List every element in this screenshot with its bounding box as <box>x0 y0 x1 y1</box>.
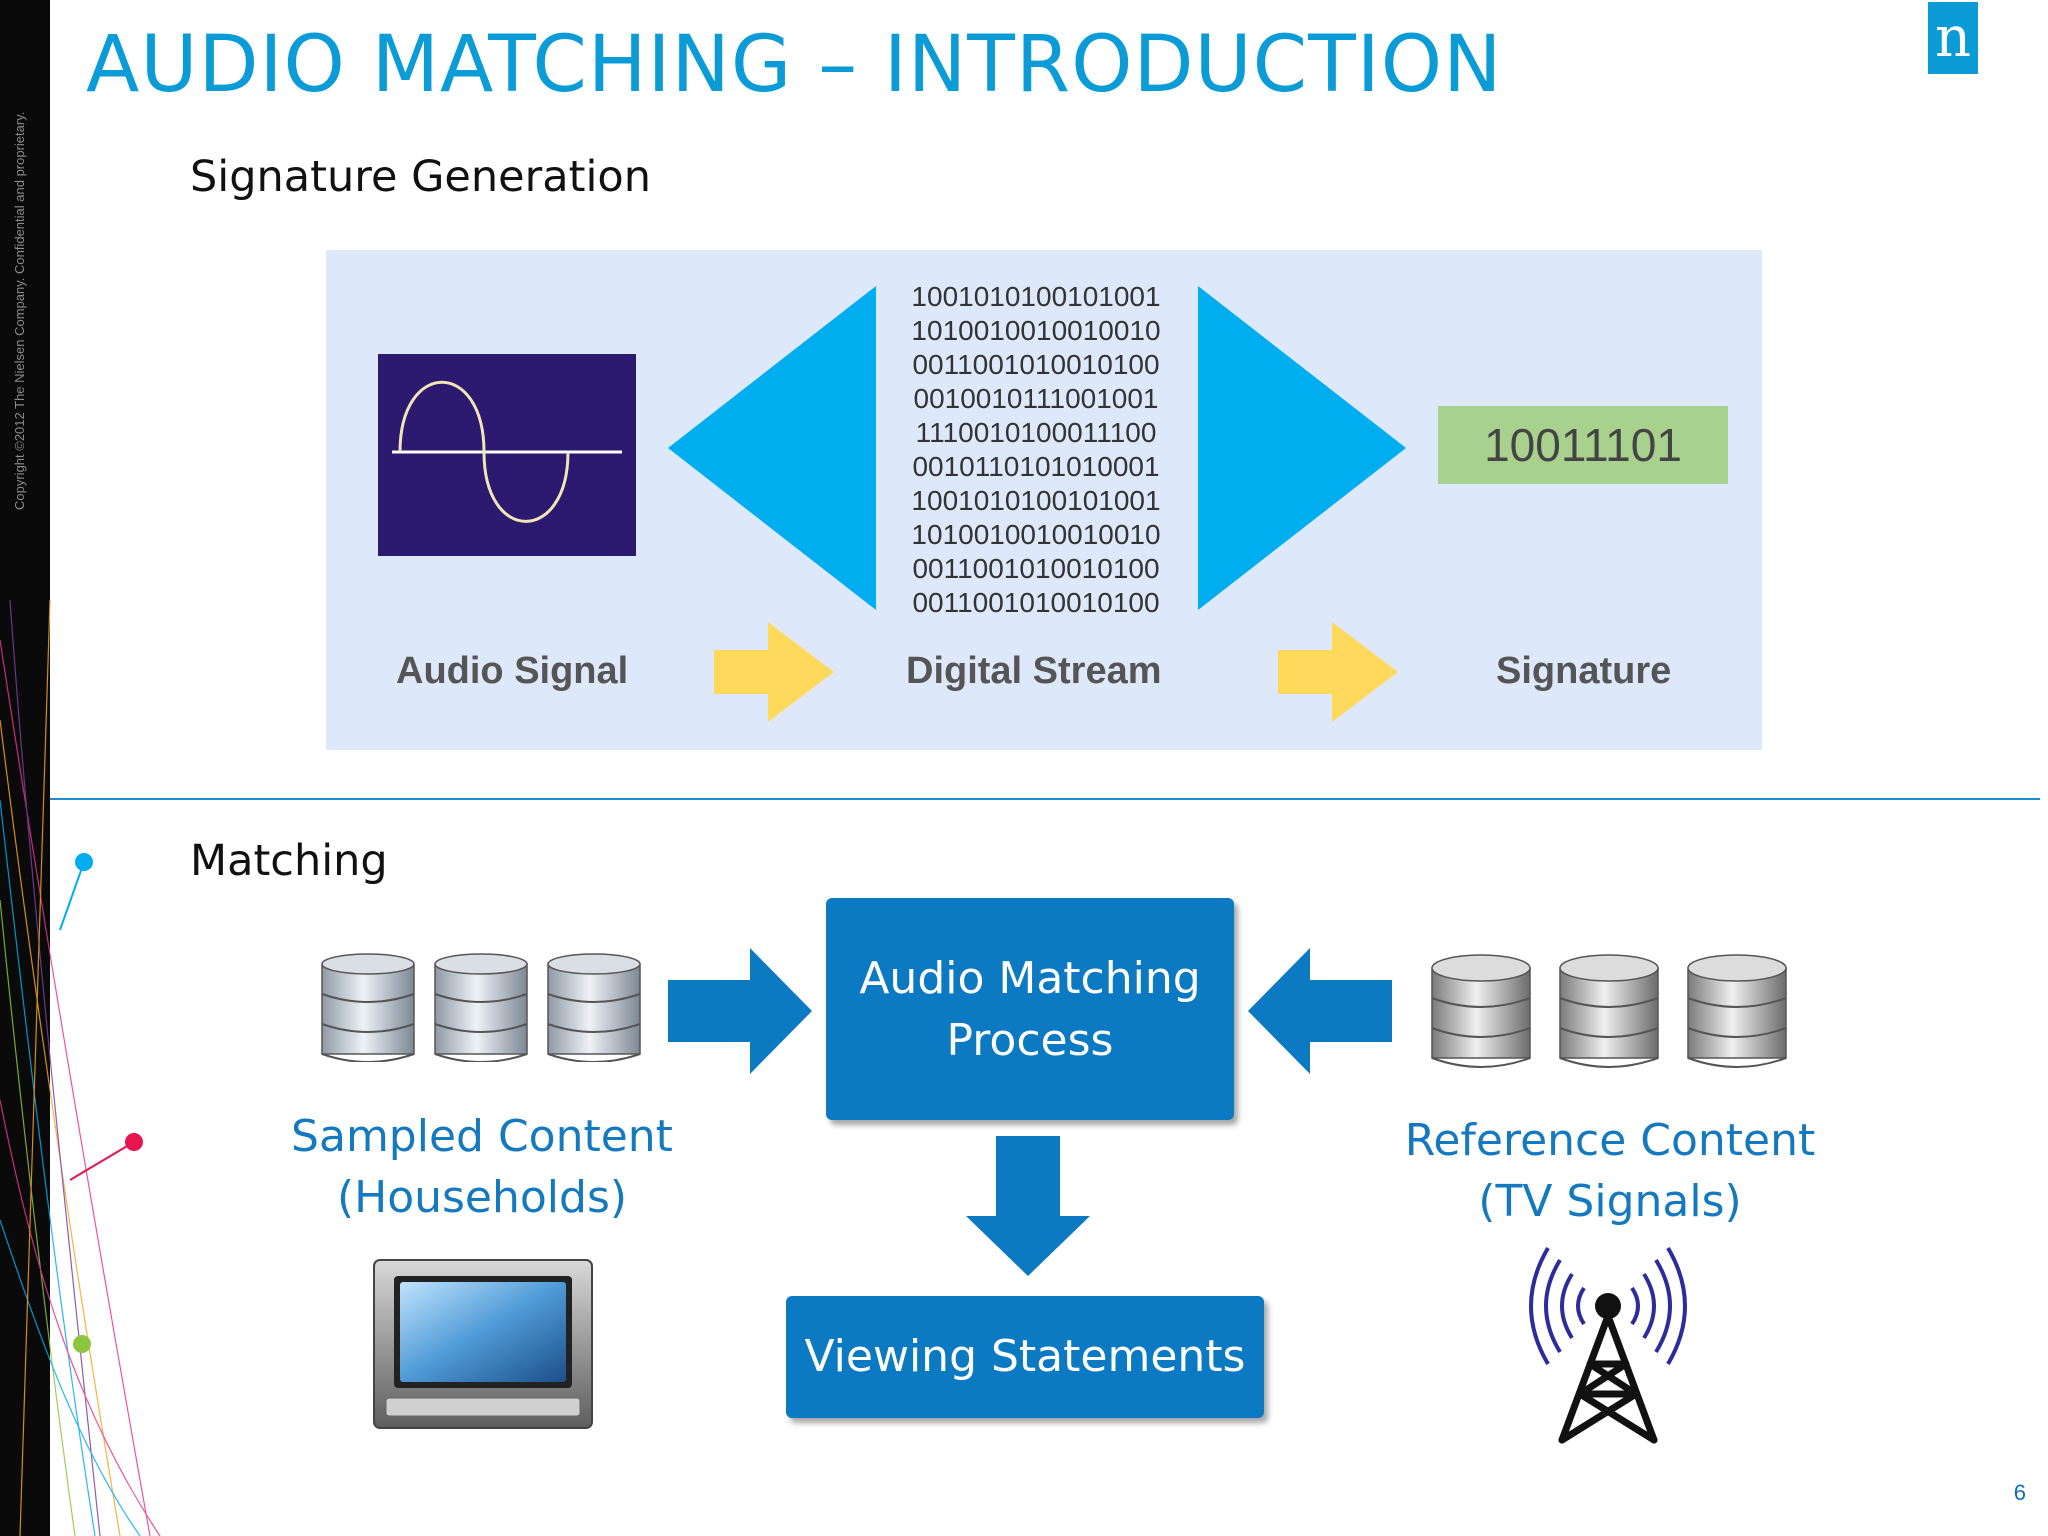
arrow-right-icon <box>1278 622 1398 722</box>
process-line-2: Process <box>946 1015 1114 1066</box>
binary-line: 1010010010010010 <box>911 519 1161 550</box>
reference-databases <box>1431 954 1787 1068</box>
binary-line: 1001010100101001 <box>911 281 1161 312</box>
reference-caption-line-2: (TV Signals) <box>1478 1176 1742 1227</box>
decorative-dot-green <box>73 1335 91 1353</box>
arrow-right-icon <box>714 622 834 722</box>
copyright-text: Copyright ©2012 The Nielsen Company. Con… <box>12 111 27 510</box>
binary-line: 1010010010010010 <box>911 315 1161 346</box>
database-icon <box>321 953 415 1062</box>
binary-line: 0010110101010001 <box>912 451 1160 482</box>
viewing-statements-box: Viewing Statements <box>786 1296 1264 1418</box>
section-divider <box>50 798 2040 800</box>
sampled-caption-line-1: Sampled Content <box>291 1111 673 1162</box>
tv-icon <box>373 1259 593 1429</box>
signature-generation-heading: Signature Generation <box>190 152 651 202</box>
reference-content-caption: Reference Content (TV Signals) <box>1390 1110 1830 1232</box>
decorative-dot-cyan <box>75 853 93 871</box>
sampled-caption-line-2: (Households) <box>336 1172 628 1223</box>
database-icon <box>1559 954 1659 1068</box>
decorative-mesh-graphic <box>0 600 161 1536</box>
nielsen-logo: n <box>1926 0 1980 76</box>
sampled-content-caption: Sampled Content (Households) <box>262 1106 702 1228</box>
arrow-right-icon <box>668 948 812 1074</box>
decorative-dot-red <box>125 1133 143 1151</box>
arrow-down-icon <box>966 1136 1090 1276</box>
audio-matching-process-box: Audio Matching Process <box>826 898 1234 1120</box>
binary-line: 1110010100011100 <box>915 417 1157 448</box>
database-icon <box>1431 954 1531 1068</box>
process-line-1: Audio Matching <box>859 953 1201 1004</box>
signature-label: Signature <box>1496 650 1672 692</box>
digitize-triangle-shape <box>668 286 876 610</box>
broadcast-tower-icon <box>1529 1246 1687 1444</box>
page-number: 6 <box>2013 1480 2026 1505</box>
slide-title: AUDIO MATCHING – INTRODUCTION <box>86 20 1503 110</box>
compress-triangle-shape <box>1198 286 1406 610</box>
binary-line: 0011001010010100 <box>912 349 1160 380</box>
sampled-databases <box>321 953 641 1062</box>
binary-line: 0010010111001001 <box>913 383 1159 414</box>
reference-caption-line-1: Reference Content <box>1404 1115 1816 1166</box>
digital-stream-label: Digital Stream <box>906 650 1162 692</box>
database-icon <box>547 953 641 1062</box>
signature-value-box: 10011101 <box>1438 406 1728 484</box>
database-icon <box>434 953 528 1062</box>
audio-signal-label: Audio Signal <box>396 650 629 692</box>
arrow-left-icon <box>1248 948 1392 1074</box>
database-icon <box>1687 954 1787 1068</box>
matching-heading: Matching <box>190 836 388 886</box>
sine-wave-icon <box>378 354 636 556</box>
binary-line: 0011001010010100 <box>912 553 1160 584</box>
binary-line: 0011001010010100 <box>912 587 1160 618</box>
binary-line: 1001010100101001 <box>911 485 1161 516</box>
